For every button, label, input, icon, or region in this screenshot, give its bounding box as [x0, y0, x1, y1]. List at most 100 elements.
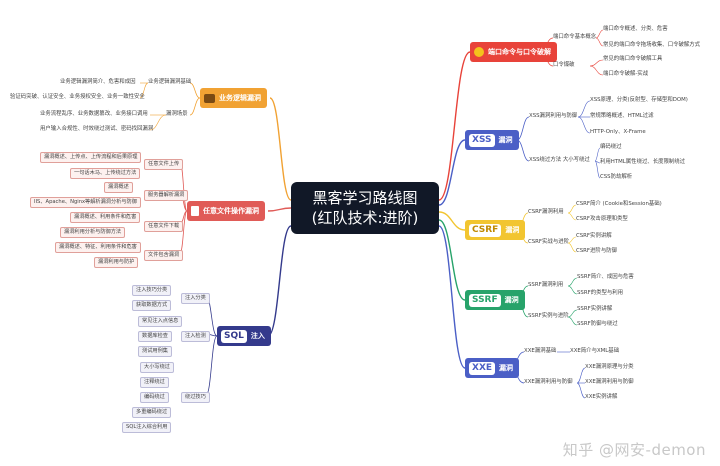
link-ssrf-l4 [567, 316, 578, 326]
link-port-l4 [589, 65, 604, 76]
port-leaf-tools: 常见的端口命令破解工具 [603, 56, 663, 62]
sql-leaf-combined: SQL注入综合利用 [122, 422, 172, 434]
sql-leaf-points: 常见注入点信息 [138, 316, 183, 328]
biz-leaf-categories: 验证码突破、认证安全、业务授权安全、业务一致性安全 [10, 94, 145, 100]
link-biz-l2 [139, 82, 149, 99]
port-leaf-overview: 端口命令概述、分类、危害 [603, 26, 668, 32]
csrf-sub-exploit: CSRF漏洞利用 [528, 209, 564, 215]
sql-leaf-db: 数据库检查 [138, 331, 172, 343]
briefcase-icon [204, 93, 215, 103]
sql-leaf-encoding: 编码绕过 [140, 392, 169, 404]
topic-xss[interactable]: XSS 漏洞 [465, 130, 519, 150]
ssrf-sub-advanced: SSRF实例与进阶 [528, 313, 569, 319]
link-ssrf-l2 [567, 285, 578, 295]
link-csrf-l2 [567, 212, 577, 221]
link-biz-l4 [149, 114, 167, 131]
file-sub-download: 任意文件下载 [144, 221, 184, 233]
sql-badge: SQL [221, 329, 247, 343]
xss-sub-bypass: XSS绕过方法 大小写绕过 [529, 157, 590, 163]
link-center-xss [438, 139, 466, 206]
topic-port-command[interactable]: 端口命令与口令破解 [470, 42, 557, 62]
central-topic[interactable]: 黑客学习路线图 (红队技术:进阶) [291, 182, 439, 234]
link-center-csrf [438, 211, 466, 231]
link-xxe-l2 [576, 367, 586, 384]
link-center-port [438, 51, 471, 201]
xxe-badge: XXE [469, 361, 496, 375]
file-leaf-include-overview: 漏洞概述、特征、利用条件和危害 [55, 242, 141, 254]
link-xss-l1 [577, 100, 591, 118]
link-xss-l6 [594, 160, 601, 179]
xss-leaf-encoding: 编码绕过 [600, 144, 622, 150]
ssrf-leaf-example: SSRF实例讲解 [577, 306, 613, 312]
sql-sub-categories: 注入分类 [181, 293, 210, 305]
xxe-leaf-example: XXE实例讲解 [585, 394, 618, 400]
file-leaf-parse-overview: 漏洞概述 [104, 182, 133, 194]
link-center-sql [267, 225, 292, 337]
xss-leaf-httponly: HTTP-Only、X-Frame [590, 129, 646, 135]
topic-file-ops-label: 任意文件操作漏洞 [203, 206, 259, 215]
xxe-leaf-principle: XXE漏洞原理与分类 [585, 364, 634, 370]
link-xxe-l4 [576, 382, 586, 399]
file-leaf-include-defense: 漏洞利用与防护 [94, 257, 139, 269]
port-leaf-practice: 端口命令破解-实战 [603, 71, 649, 77]
topic-csrf[interactable]: CSRF 漏洞 [465, 220, 526, 240]
sql-leaf-multi-encoding: 多重编码绕过 [132, 407, 172, 419]
topic-file-ops[interactable]: 任意文件操作漏洞 [187, 201, 265, 221]
link-port-l3 [589, 59, 604, 67]
xxe-sub-exploit: XXE漏洞利用与防御 [524, 379, 573, 385]
link-ssrf-l1 [567, 277, 578, 287]
biz-leaf-intro: 业务逻辑漏洞简介、危害和成因 [60, 79, 136, 85]
topic-business-logic-label: 业务逻辑漏洞 [219, 93, 261, 102]
topic-port-command-label: 端口命令与口令破解 [488, 47, 551, 56]
link-center-file [267, 207, 292, 212]
xss-leaf-css: CSS防劫解析 [600, 174, 633, 180]
csrf-badge: CSRF [469, 223, 502, 237]
link-center-xxe [438, 225, 466, 369]
csrf-leaf-example: CSRF实例讲解 [576, 233, 612, 239]
link-xss-sub2 [516, 139, 530, 162]
link-ssrf-l3 [567, 309, 578, 318]
central-topic-subtitle: (红队技术:进阶) [311, 208, 419, 227]
sql-sub-detection: 注入检测 [181, 331, 210, 343]
xss-sub-exploit: XSS漏洞利用与防御 [529, 113, 578, 119]
topic-business-logic[interactable]: 业务逻辑漏洞 [200, 88, 267, 108]
ssrf-sub-exploit: SSRF漏洞利用 [528, 282, 564, 288]
file-icon [191, 206, 199, 216]
link-biz-sub2 [189, 97, 201, 116]
link-center-ssrf [438, 219, 466, 301]
ssrf-badge: SSRF [469, 293, 501, 307]
sql-leaf-comment: 注释绕过 [140, 377, 169, 389]
port-sub-bruteforce: 口令爆破 [553, 62, 575, 68]
link-center-business [269, 97, 292, 201]
xxe-leaf-intro: XXE简介与XML基础 [570, 348, 620, 354]
ssrf-leaf-intro: SSRF简介、成因与危害 [577, 274, 634, 280]
link-sql-sub3 [205, 335, 218, 396]
file-leaf-download-overview: 漏洞概述、利用条件和危害 [70, 212, 141, 224]
xss-tag: 漏洞 [498, 135, 513, 144]
topic-sql-injection[interactable]: SQL 注入 [217, 326, 271, 346]
link-csrf-l4 [567, 242, 577, 253]
file-sub-parse: 服务器解析漏洞 [144, 190, 189, 202]
sql-leaf-testcases: 测试用例集 [138, 346, 172, 358]
csrf-sub-advanced: CSRF实战与进阶 [528, 239, 569, 245]
xss-leaf-attr: 利用HTML属性绕过、长度限制绕过 [600, 159, 686, 165]
file-leaf-download-defense: 漏洞利用分析与防御方法 [60, 227, 126, 239]
watermark: 知乎 @网安-demon [562, 441, 706, 459]
csrf-tag: 漏洞 [505, 225, 520, 234]
sql-leaf-techniques: 注入技巧分类 [132, 285, 172, 297]
ssrf-leaf-types: SSRF的类型与利用 [577, 290, 624, 296]
file-leaf-parse-servers: IIS、Apache、Nginx等解析漏洞分析与防御 [30, 197, 141, 209]
xss-leaf-principle: XSS原理、分类(反射型、存储型和DOM) [590, 97, 688, 103]
sql-leaf-case: 大小写绕过 [140, 362, 174, 374]
topic-ssrf[interactable]: SSRF 漏洞 [465, 290, 525, 310]
sql-leaf-data: 获取数据方式 [132, 300, 172, 312]
biz-leaf-flow: 业务流程乱序、业务数据篡改、业务接口调用 [40, 111, 148, 117]
ssrf-leaf-defense: SSRF防御与绕过 [577, 321, 618, 327]
sql-tag: 注入 [250, 331, 265, 340]
link-xss-sub1 [516, 116, 530, 141]
biz-sub-basics: 业务逻辑漏洞基础 [148, 79, 192, 85]
central-topic-title: 黑客学习路线图 [312, 188, 418, 207]
file-leaf-upload-overview: 漏洞概述、上传点、上传流程和后果原理 [40, 152, 142, 164]
topic-xxe[interactable]: XXE 漏洞 [465, 358, 520, 378]
port-sub-basics: 端口命令基本概念 [553, 34, 597, 40]
